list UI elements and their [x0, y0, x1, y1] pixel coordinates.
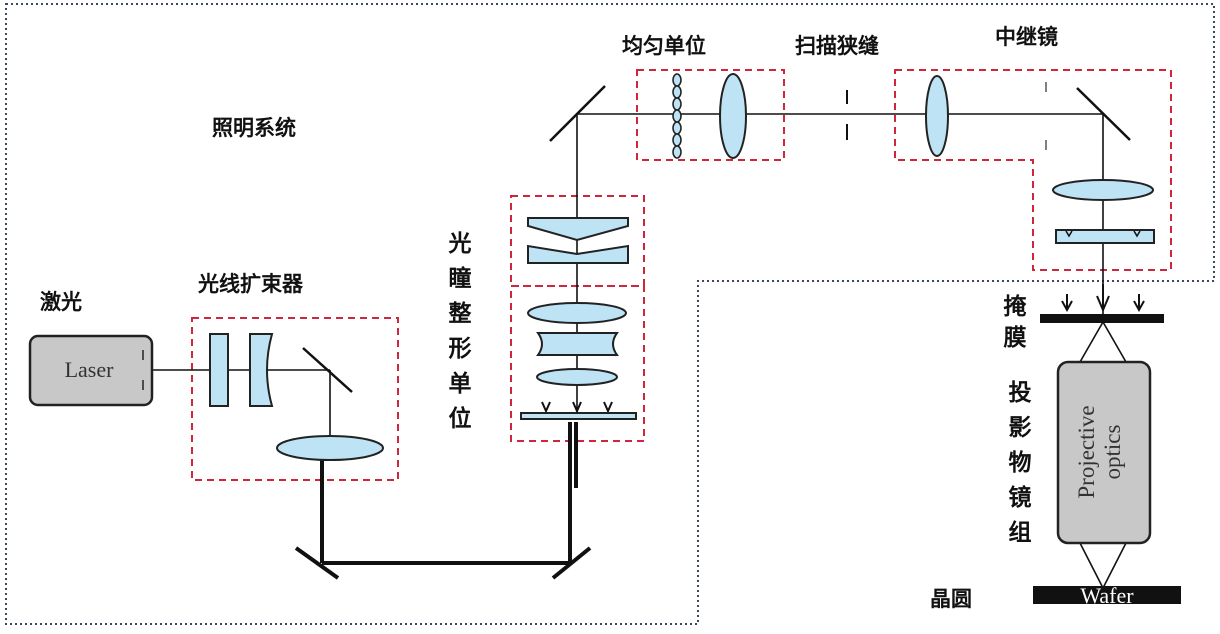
relay-optics	[925, 75, 1155, 244]
axicon-lower	[527, 244, 629, 264]
mask-label: 掩膜	[1004, 293, 1028, 351]
projective-optics: Projective optics	[1056, 360, 1152, 545]
beam-expander-box	[191, 317, 399, 481]
axicon-upper	[527, 217, 629, 242]
homogenizer-label: 均匀单位	[622, 34, 706, 58]
beam-path	[152, 113, 1127, 589]
relay-plate	[1055, 229, 1155, 244]
relay-lens-box	[894, 69, 1172, 271]
illumination-system-label: 照明系统	[212, 116, 296, 140]
wafer: Wafer	[1033, 583, 1181, 608]
illumination-system-boundary	[5, 3, 1215, 625]
beam-expander-optics	[209, 333, 384, 461]
expander-lens-3	[276, 435, 384, 461]
mirror-bottom-left	[294, 546, 340, 580]
fly-eye-array	[672, 73, 682, 159]
pupil-fold-mirror	[549, 85, 606, 142]
laser-device: Laser	[28, 334, 154, 407]
pupil-arrows	[541, 401, 613, 414]
pupil-plate	[520, 412, 637, 420]
relay-lens-2	[1052, 179, 1154, 201]
relay-plate-marks	[1065, 230, 1141, 238]
scanning-slit-label: 扫描狭缝	[795, 34, 879, 58]
wafer-label: 晶圆	[930, 587, 972, 611]
projection-lens-label: 投影物镜组	[1009, 380, 1032, 546]
relay-lens-1	[925, 75, 949, 157]
mirror-bottom-right	[551, 546, 592, 580]
relay-beam-path	[294, 422, 592, 580]
laser-box-label: Laser	[65, 357, 115, 382]
homogenizer-lens	[719, 73, 747, 159]
expander-mirror	[302, 347, 353, 393]
projective-optics-label-2: optics	[1100, 424, 1125, 479]
pupil-lens-1	[527, 302, 627, 324]
pupil-shaping-optics	[520, 217, 637, 420]
expander-lens-2	[249, 333, 274, 407]
pupil-lens-2	[536, 332, 619, 356]
pupil-shaping-unit-label: 光瞳整形单位	[448, 231, 472, 432]
homogenizer-box	[636, 69, 785, 161]
homogenizer-optics	[672, 73, 747, 159]
expander-lens-1	[209, 333, 229, 407]
projective-optics-label-1: Projective	[1074, 405, 1099, 498]
laser-label: 激光	[40, 290, 82, 314]
pupil-lens-3	[536, 368, 618, 386]
relay-lens-label: 中继镜	[995, 25, 1058, 49]
wafer-bar-label: Wafer	[1080, 583, 1134, 608]
mask	[1040, 284, 1164, 323]
relay-fold-mirror	[1076, 87, 1131, 141]
beam-expander-label: 光线扩束器	[197, 272, 304, 296]
